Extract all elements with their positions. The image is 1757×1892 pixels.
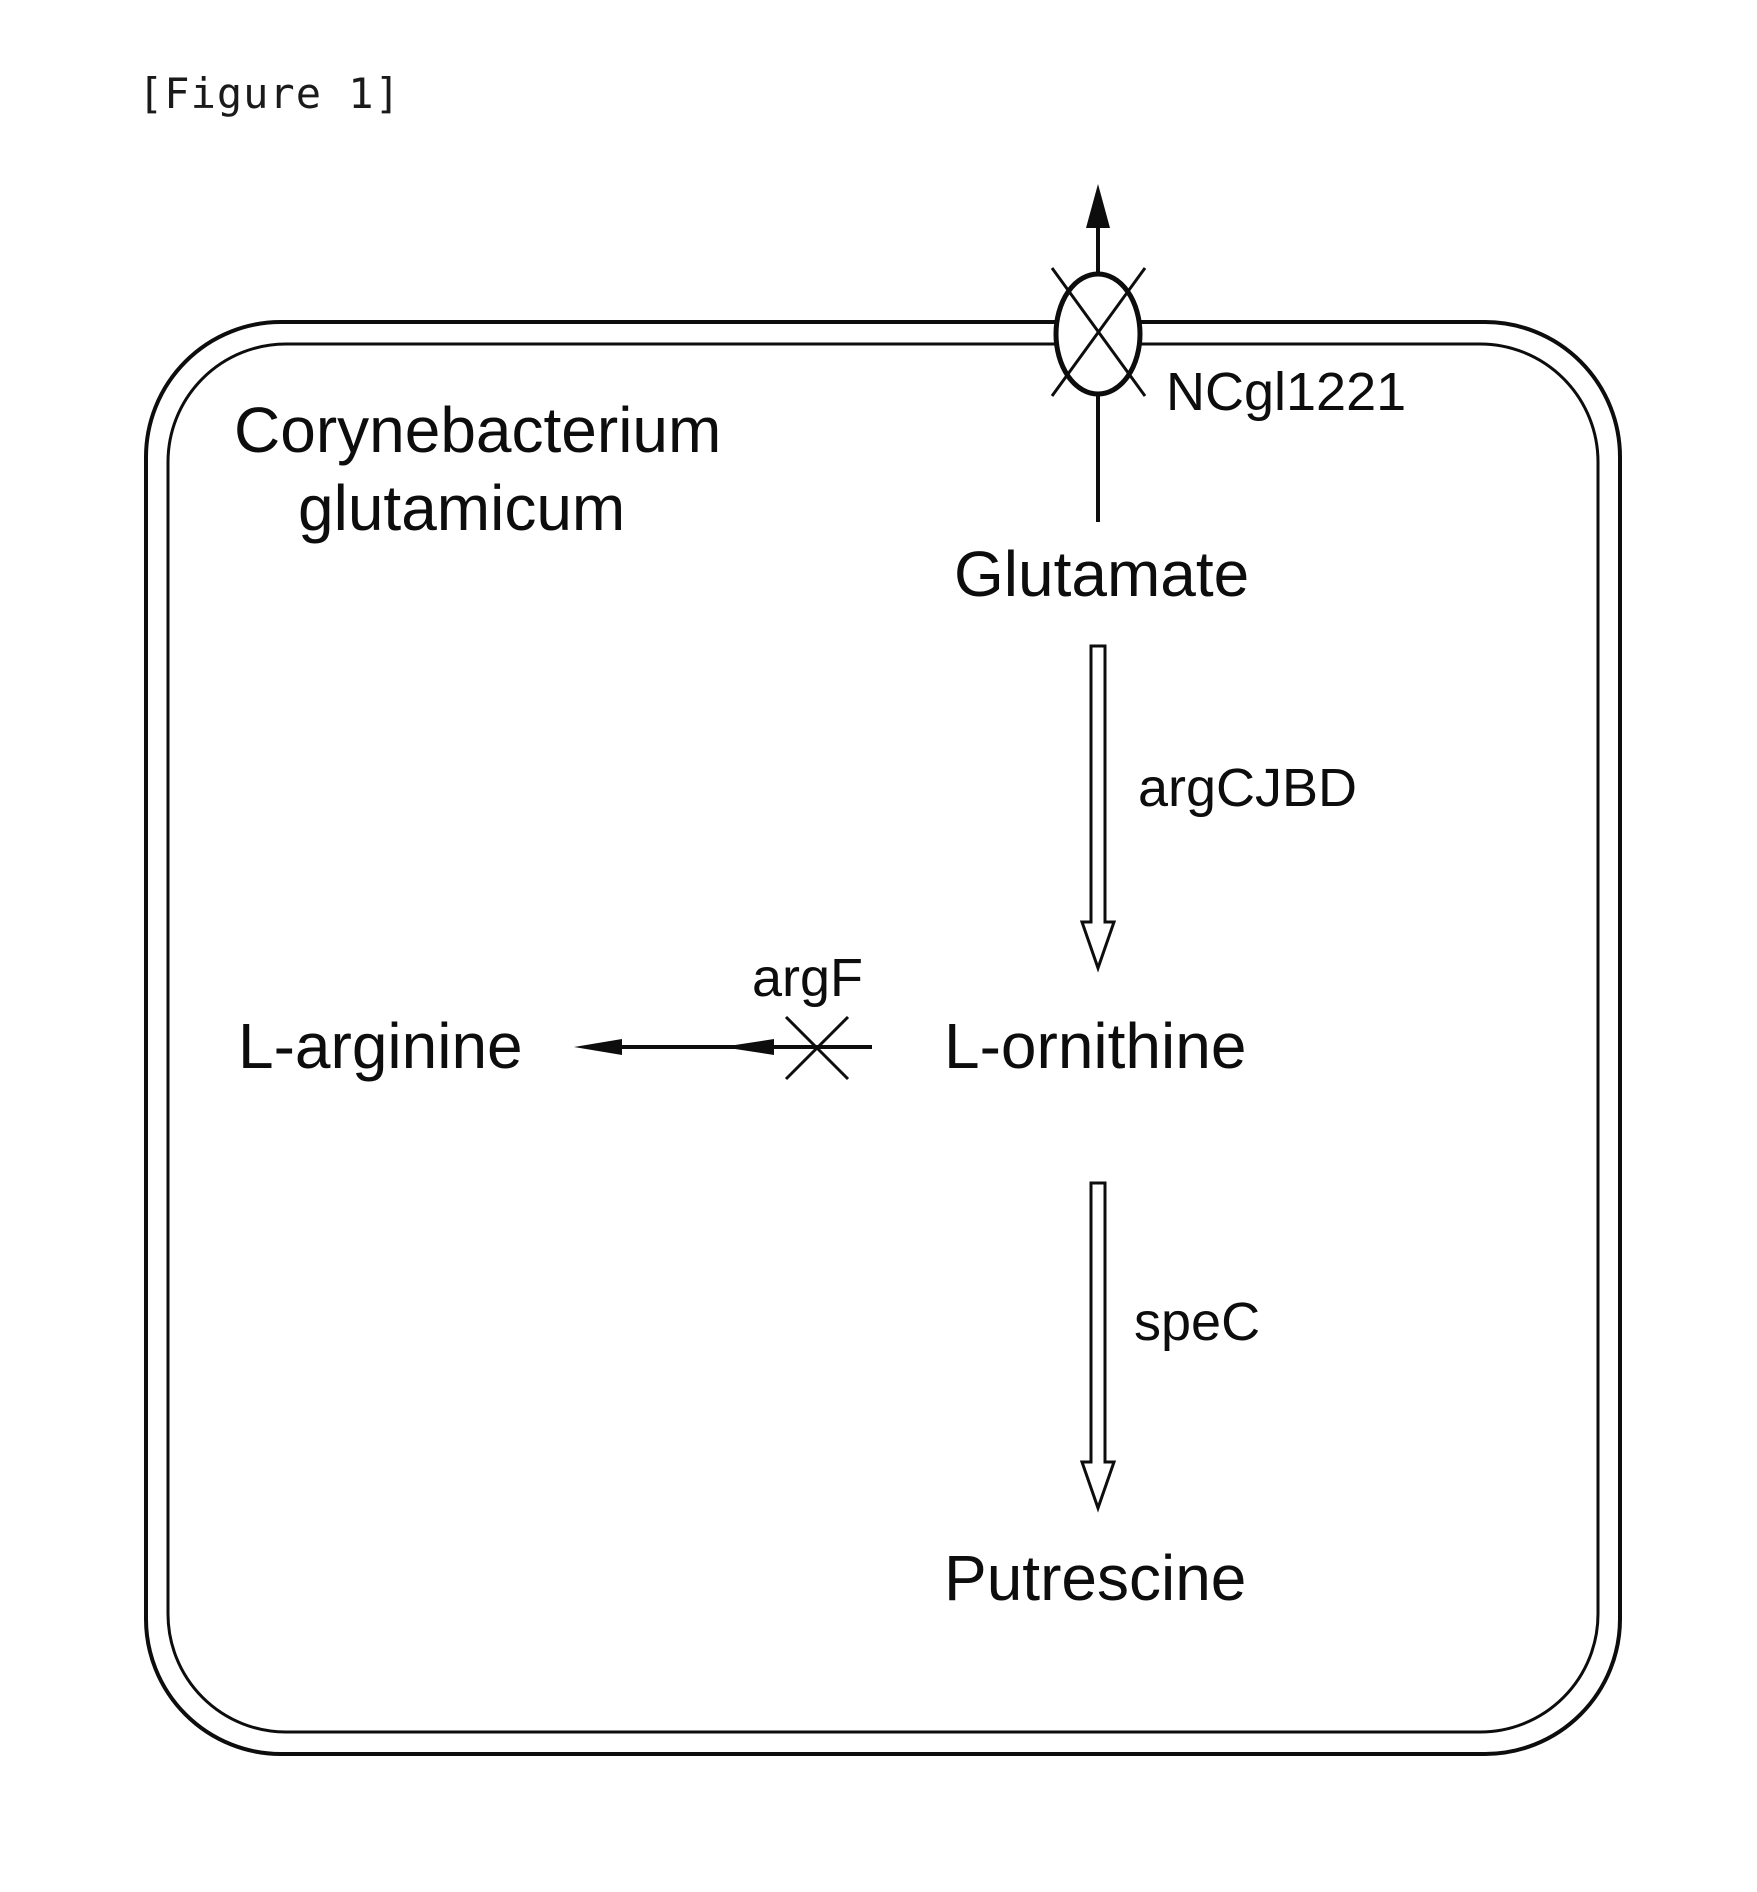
- metabolite-glutamate: Glutamate: [954, 538, 1249, 610]
- metabolite-ornithine: L-ornithine: [944, 1010, 1246, 1082]
- gene-spec: speC: [1134, 1292, 1260, 1352]
- metabolite-arginine: L-arginine: [238, 1010, 523, 1082]
- organism-name-line1: Corynebacterium: [234, 394, 721, 466]
- figure-caption: [Figure 1]: [138, 69, 401, 118]
- metabolite-putrescine: Putrescine: [944, 1542, 1246, 1614]
- gene-argcjbd: argCJBD: [1138, 758, 1357, 818]
- arrow-glutamate-to-ornithine: [1082, 646, 1114, 968]
- transporter-ncgl1221: [1052, 268, 1145, 396]
- organism-name-line2: glutamicum: [298, 472, 625, 544]
- export-arrowhead: [1086, 184, 1110, 228]
- reaction-argf: [574, 1017, 872, 1079]
- arrow-ornithine-to-putrescine: [1082, 1183, 1114, 1508]
- argf-arrowhead-mid: [722, 1039, 774, 1055]
- transporter-label: NCgl1221: [1166, 362, 1406, 422]
- gene-argf: argF: [752, 948, 863, 1008]
- argf-arrowhead-left: [574, 1039, 622, 1055]
